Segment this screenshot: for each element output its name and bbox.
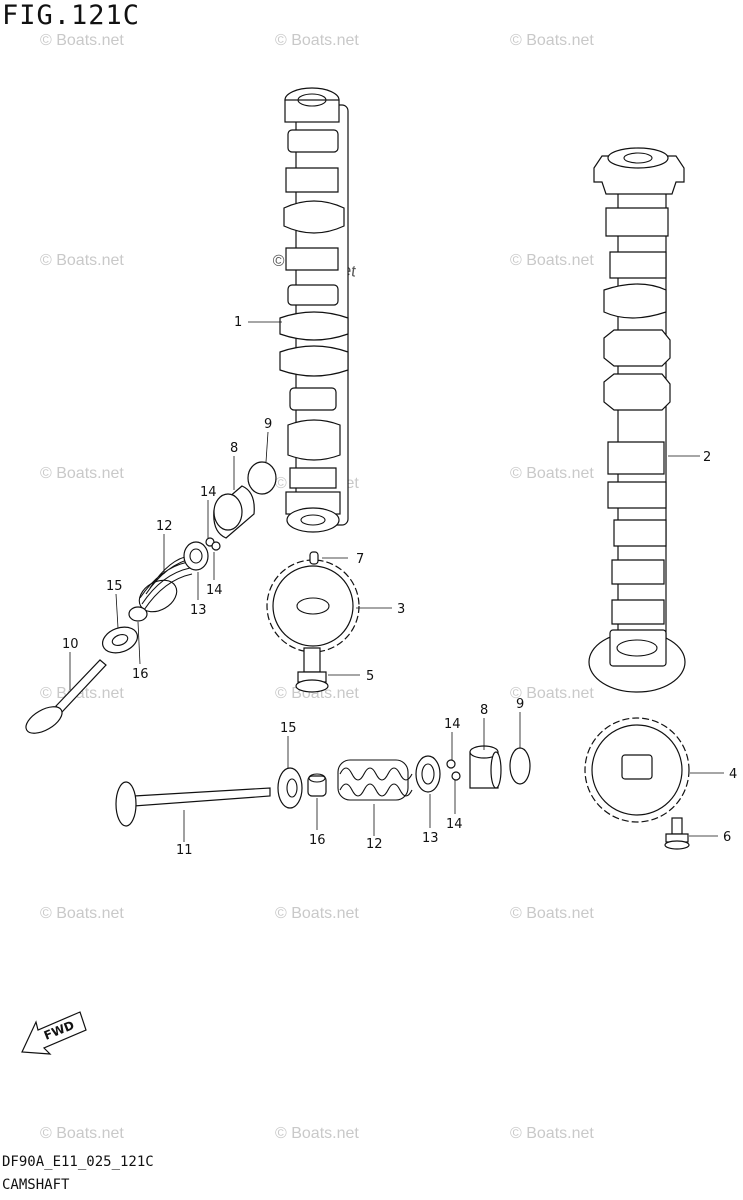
valve-cotter-14c[interactable] bbox=[446, 759, 456, 769]
callout-16a: 16 bbox=[132, 667, 149, 682]
callout-12b: 12 bbox=[366, 837, 383, 852]
cam-sprocket-3[interactable] bbox=[266, 559, 360, 653]
watermark-text: © Boats.net bbox=[40, 905, 124, 922]
valve-10[interactable] bbox=[22, 659, 107, 739]
watermark-text: © Boats.net bbox=[510, 252, 594, 269]
callout-8b: 8 bbox=[480, 703, 488, 718]
callout-9b: 9 bbox=[516, 697, 524, 712]
callout-2: 2 bbox=[703, 450, 711, 465]
tappet-8a[interactable] bbox=[213, 485, 255, 539]
watermark-text: © Boats.net bbox=[510, 32, 594, 49]
callout-14b: 14 bbox=[206, 583, 223, 598]
watermark-text: © Boats.net bbox=[40, 252, 124, 269]
callout-14c: 14 bbox=[444, 717, 461, 732]
watermark-text: © Boats.net bbox=[40, 1125, 124, 1142]
tappet-8b[interactable] bbox=[469, 745, 502, 789]
spring-retainer-13a[interactable] bbox=[183, 541, 209, 571]
shim-9a[interactable] bbox=[247, 461, 277, 495]
stem-seal-16b[interactable] bbox=[307, 773, 327, 797]
watermark-text: © Boats.net bbox=[275, 685, 359, 702]
watermark-text: © Boats.net bbox=[510, 465, 594, 482]
spring-seat-15a[interactable] bbox=[99, 623, 141, 658]
bolt-6[interactable] bbox=[664, 817, 690, 850]
leader-lines bbox=[69, 321, 724, 842]
watermark-text: © Boats.net bbox=[510, 905, 594, 922]
bolt-5[interactable] bbox=[295, 647, 329, 693]
spring-retainer-13b[interactable] bbox=[415, 755, 441, 793]
valve-spring-12a[interactable] bbox=[134, 555, 195, 618]
callout-8a: 8 bbox=[230, 441, 238, 456]
figure-name: CAMSHAFT bbox=[2, 1177, 70, 1193]
pin-7[interactable] bbox=[309, 551, 319, 565]
camshaft-right[interactable] bbox=[588, 147, 686, 693]
callout-14d: 14 bbox=[446, 817, 463, 832]
camshaft-left[interactable] bbox=[279, 87, 349, 533]
watermark-text: © Boats.net bbox=[510, 1125, 594, 1142]
callout-11: 11 bbox=[176, 843, 193, 858]
watermark-text: © Boats.net bbox=[275, 905, 359, 922]
callout-10: 10 bbox=[62, 637, 79, 652]
figure-code: DF90A_E11_025_121C bbox=[2, 1154, 154, 1170]
callout-14a: 14 bbox=[200, 485, 217, 500]
watermark-text: © Boats.net bbox=[40, 465, 124, 482]
callout-13b: 13 bbox=[422, 831, 439, 846]
callout-15a: 15 bbox=[106, 579, 123, 594]
spring-seat-15b[interactable] bbox=[277, 767, 303, 809]
callout-1: 1 bbox=[234, 315, 242, 330]
shim-9b[interactable] bbox=[509, 747, 531, 785]
watermark-text: © Boats.net bbox=[275, 32, 359, 49]
callout-3: 3 bbox=[397, 602, 405, 617]
valve-11[interactable] bbox=[115, 781, 271, 827]
stem-seal-16a[interactable] bbox=[128, 606, 148, 622]
callout-16b: 16 bbox=[309, 833, 326, 848]
watermark-text: © Boats.net bbox=[275, 1125, 359, 1142]
callout-4: 4 bbox=[729, 767, 737, 782]
figure-title: FIG.121C bbox=[2, 0, 141, 31]
callout-15b: 15 bbox=[280, 721, 297, 736]
valve-spring-12b[interactable] bbox=[337, 759, 413, 801]
callout-13a: 13 bbox=[190, 603, 207, 618]
cam-sprocket-4[interactable] bbox=[584, 717, 690, 823]
valve-cotter-14d[interactable] bbox=[451, 771, 461, 781]
callout-6: 6 bbox=[723, 830, 731, 845]
callout-12a: 12 bbox=[156, 519, 173, 534]
watermark-text: © Boats.net bbox=[510, 685, 594, 702]
callout-7: 7 bbox=[356, 552, 364, 567]
fwd-arrow-icon: FWD bbox=[21, 1011, 87, 1055]
callout-9a: 9 bbox=[264, 417, 272, 432]
watermark-text: © Boats.net bbox=[40, 685, 124, 702]
watermark-text: © Boats.net bbox=[40, 32, 124, 49]
callout-5: 5 bbox=[366, 669, 374, 684]
valve-cotter-14b[interactable] bbox=[211, 541, 221, 551]
callout-numbers: 1 2 3 4 5 6 7 8 9 8 9 10 11 12 12 13 13 … bbox=[62, 315, 737, 858]
